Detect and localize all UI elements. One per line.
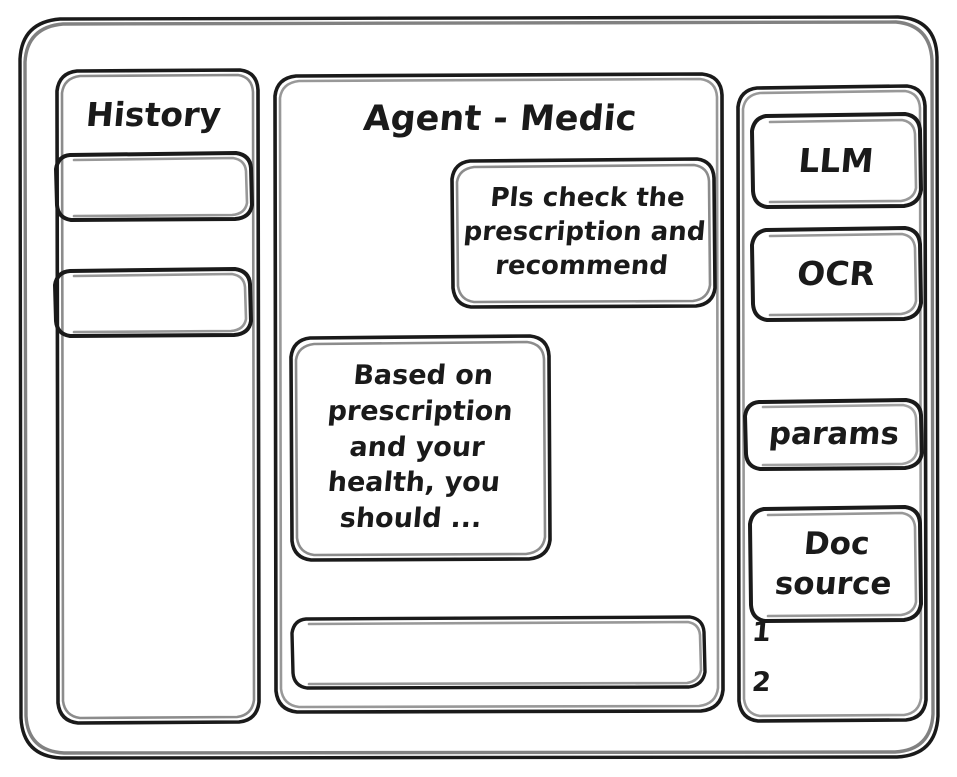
user-message-bubble: Pls check the prescription and recommend [462,183,707,281]
tools-panel-stroke [736,84,928,723]
history-item-2[interactable] [56,271,251,336]
tool-card-ocr-stroke [750,226,923,322]
tool-card-ocr[interactable]: OCR [795,253,877,293]
composer-input[interactable] [293,619,704,687]
app-window-frame-stroke [18,15,940,760]
history-panel-stroke [55,68,261,725]
tool-card-params[interactable]: params [767,416,901,453]
history-item-1[interactable] [57,155,252,220]
tool-card-llm[interactable]: LLM [796,140,876,180]
history-item-2-stroke [53,267,253,338]
agent-message-bubble: Based on prescription and your health, y… [326,359,514,535]
tool-card-params-stroke [743,398,924,471]
composer-input-stroke [290,615,707,690]
history-item-1-stroke [54,151,254,222]
doc-source-item-1[interactable]: 1 [750,617,773,648]
main-panel-stroke [273,72,725,714]
tool-card-llm-stroke [750,112,923,209]
doc-source-item-2[interactable]: 2 [750,667,773,698]
user-message-bubble-stroke [450,157,717,309]
page-title: Agent - Medic [361,98,639,139]
agent-message-bubble-stroke [289,334,552,562]
history-panel-title: History [84,94,223,134]
tool-card-doc-source-stroke [748,505,923,623]
tool-card-doc-source[interactable]: Doc source [773,525,894,602]
